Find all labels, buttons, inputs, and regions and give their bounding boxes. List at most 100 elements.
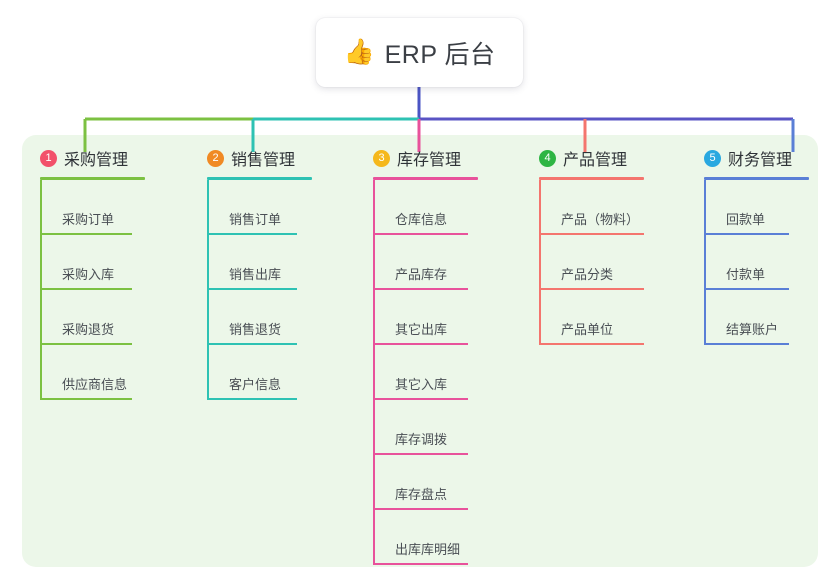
leaf-label: 其它出库 <box>395 322 448 337</box>
leaf-item[interactable]: 出库库明细 <box>373 510 478 565</box>
column-rule-3 <box>373 177 478 180</box>
leaf-rule <box>375 508 468 510</box>
leaf-label: 产品分类 <box>561 267 614 282</box>
leaf-rule <box>209 343 297 345</box>
leaf-item[interactable]: 付款单 <box>704 235 809 290</box>
leaf-label: 库存调拨 <box>395 432 448 447</box>
root-node[interactable]: 👍 ERP 后台 <box>316 18 523 87</box>
leaf-rule <box>375 288 468 290</box>
leaf-label: 销售出库 <box>229 267 282 282</box>
content-panel <box>22 135 818 567</box>
leaf-label: 结算账户 <box>726 322 779 337</box>
leaf-item[interactable]: 销售出库 <box>207 235 312 290</box>
leaf-label: 付款单 <box>726 267 766 282</box>
leaf-label: 产品库存 <box>395 267 448 282</box>
leaf-item[interactable]: 销售订单 <box>207 180 312 235</box>
column-header-3[interactable]: 3 库存管理 <box>373 146 478 170</box>
column-rule-1 <box>40 177 145 180</box>
leaf-item[interactable]: 产品（物料） <box>539 180 644 235</box>
leaf-rule <box>375 233 468 235</box>
leaf-spine-3 <box>373 180 375 565</box>
column-badge-2: 2 <box>207 149 224 167</box>
leaf-label: 销售退货 <box>229 322 282 337</box>
leaf-rule <box>541 343 644 345</box>
leaf-spine-2 <box>207 180 209 400</box>
leaf-item[interactable]: 采购订单 <box>40 180 145 235</box>
leaf-rule <box>209 288 297 290</box>
column-title-3: 库存管理 <box>397 152 462 169</box>
column-header-2[interactable]: 2 销售管理 <box>207 146 312 170</box>
leaf-rule <box>375 563 468 565</box>
leaf-rule <box>375 453 468 455</box>
leaf-rule <box>541 288 644 290</box>
leaf-item[interactable]: 其它出库 <box>373 290 478 345</box>
leaf-label: 仓库信息 <box>395 212 448 227</box>
leaf-item[interactable]: 库存盘点 <box>373 455 478 510</box>
leaf-item[interactable]: 销售退货 <box>207 290 312 345</box>
leaf-item[interactable]: 采购入库 <box>40 235 145 290</box>
column-badge-5: 5 <box>704 149 721 167</box>
leaf-rule <box>209 398 297 400</box>
leaf-rule <box>42 343 132 345</box>
leaf-rule <box>706 288 789 290</box>
leaf-item[interactable]: 回款单 <box>704 180 809 235</box>
column-3: 3 库存管理仓库信息产品库存其它出库其它入库库存调拨库存盘点出库库明细 <box>373 146 478 565</box>
leaf-list-2: 销售订单销售出库销售退货客户信息 <box>207 180 312 400</box>
column-rule-4 <box>539 177 644 180</box>
leaf-label: 供应商信息 <box>62 377 128 392</box>
column-title-5: 财务管理 <box>728 152 793 169</box>
column-header-1[interactable]: 1 采购管理 <box>40 146 145 170</box>
leaf-item[interactable]: 产品分类 <box>539 235 644 290</box>
column-title-2: 销售管理 <box>231 152 296 169</box>
leaf-label: 采购入库 <box>62 267 115 282</box>
leaf-item[interactable]: 采购退货 <box>40 290 145 345</box>
thumbs-up-icon: 👍 <box>343 38 375 66</box>
column-badge-4: 4 <box>539 149 556 167</box>
leaf-label: 出库库明细 <box>395 542 461 557</box>
leaf-label: 客户信息 <box>229 377 282 392</box>
leaf-label: 采购订单 <box>62 212 115 227</box>
column-badge-1: 1 <box>40 149 57 167</box>
column-1: 1 采购管理采购订单采购入库采购退货供应商信息 <box>40 146 145 400</box>
leaf-label: 其它入库 <box>395 377 448 392</box>
leaf-item[interactable]: 供应商信息 <box>40 345 145 400</box>
leaf-item[interactable]: 客户信息 <box>207 345 312 400</box>
leaf-item[interactable]: 其它入库 <box>373 345 478 400</box>
leaf-item[interactable]: 产品单位 <box>539 290 644 345</box>
leaf-list-1: 采购订单采购入库采购退货供应商信息 <box>40 180 145 400</box>
leaf-item[interactable]: 产品库存 <box>373 235 478 290</box>
leaf-rule <box>706 343 789 345</box>
leaf-spine-4 <box>539 180 541 345</box>
leaf-label: 产品（物料） <box>561 212 640 227</box>
leaf-list-5: 回款单付款单结算账户 <box>704 180 809 345</box>
leaf-label: 产品单位 <box>561 322 614 337</box>
leaf-list-4: 产品（物料） 产品分类产品单位 <box>539 180 644 345</box>
column-badge-3: 3 <box>373 149 390 167</box>
leaf-rule <box>42 288 132 290</box>
column-rule-5 <box>704 177 809 180</box>
column-5: 5 财务管理回款单付款单结算账户 <box>704 146 809 345</box>
root-title: ERP 后台 <box>384 40 496 69</box>
leaf-label: 回款单 <box>726 212 766 227</box>
leaf-label: 库存盘点 <box>395 487 448 502</box>
leaf-rule <box>706 233 789 235</box>
leaf-spine-5 <box>704 180 706 345</box>
leaf-rule <box>42 398 132 400</box>
column-rule-2 <box>207 177 312 180</box>
leaf-item[interactable]: 库存调拨 <box>373 400 478 455</box>
leaf-spine-1 <box>40 180 42 400</box>
leaf-item[interactable]: 仓库信息 <box>373 180 478 235</box>
leaf-label: 采购退货 <box>62 322 115 337</box>
leaf-rule <box>42 233 132 235</box>
leaf-rule <box>375 398 468 400</box>
leaf-item[interactable]: 结算账户 <box>704 290 809 345</box>
column-title-1: 采购管理 <box>64 152 129 169</box>
leaf-rule <box>209 233 297 235</box>
leaf-list-3: 仓库信息产品库存其它出库其它入库库存调拨库存盘点出库库明细 <box>373 180 478 565</box>
leaf-label: 销售订单 <box>229 212 282 227</box>
leaf-rule <box>375 343 468 345</box>
column-header-5[interactable]: 5 财务管理 <box>704 146 809 170</box>
